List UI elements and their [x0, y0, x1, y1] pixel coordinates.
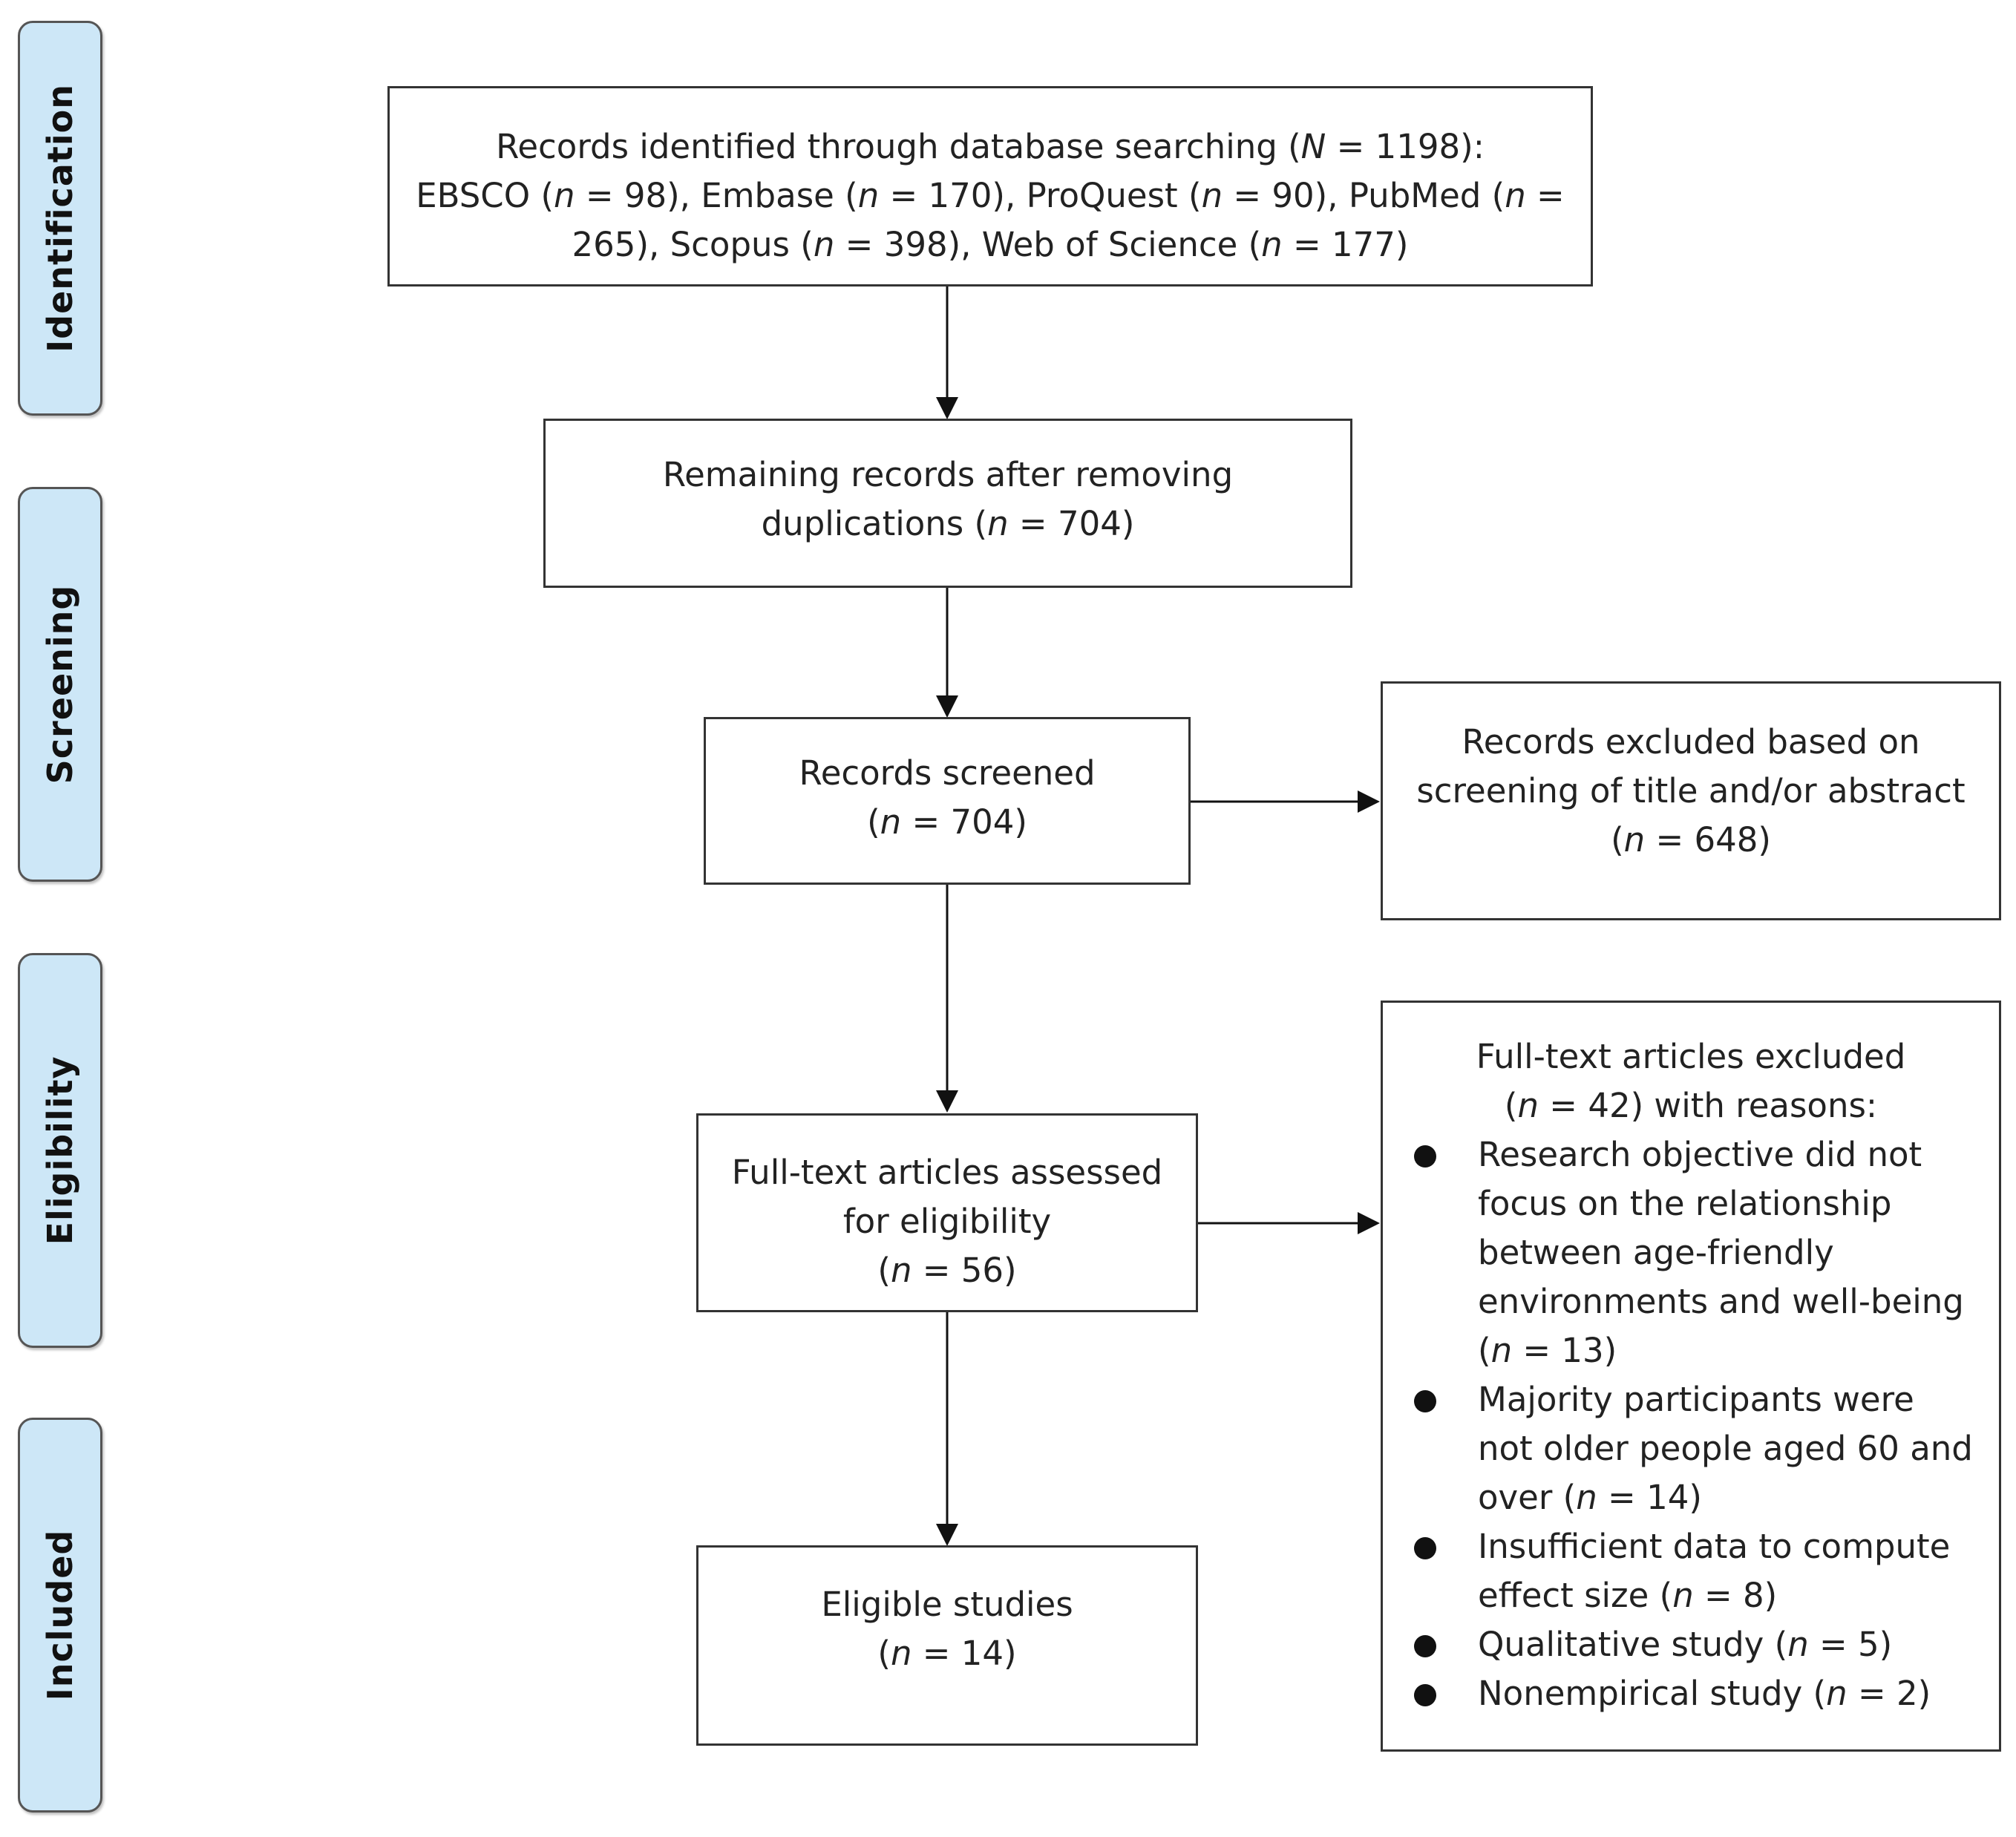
bullet-icon — [1414, 1684, 1436, 1706]
list-item: Insufficient data to compute effect size… — [1383, 1522, 1999, 1620]
box-eligible-studies: Eligible studies (n = 14) — [696, 1545, 1198, 1746]
list-item: Research objective did not focus on the … — [1383, 1130, 1999, 1375]
box-records-identified: Records identified through database sear… — [387, 86, 1593, 286]
stage-included: Included — [18, 1418, 102, 1813]
box-fulltext-excluded: Full-text articles excluded (n = 42) wit… — [1381, 1001, 2001, 1752]
bullet-icon — [1414, 1635, 1436, 1657]
stage-screening: Screening — [18, 487, 102, 882]
box-remaining-records: Remaining records after removing duplica… — [543, 419, 1352, 588]
bullet-icon — [1414, 1145, 1436, 1168]
stage-identification: Identification — [18, 21, 102, 416]
exclusion-reasons-list: Research objective did not focus on the … — [1383, 1130, 1999, 1718]
stage-eligibility: Eligibility — [18, 953, 102, 1348]
box-fulltext-assessed: Full-text articles assessed for eligibil… — [696, 1113, 1198, 1312]
box-records-excluded-screening: Records excluded based on screening of t… — [1381, 681, 2001, 920]
list-item: Nonempirical study (n = 2) — [1383, 1669, 1999, 1718]
bullet-icon — [1414, 1390, 1436, 1412]
bullet-icon — [1414, 1537, 1436, 1559]
list-item: Qualitative study (n = 5) — [1383, 1620, 1999, 1669]
box-records-screened: Records screened (n = 704) — [704, 717, 1191, 885]
list-item: Majority participants were not older peo… — [1383, 1375, 1999, 1522]
